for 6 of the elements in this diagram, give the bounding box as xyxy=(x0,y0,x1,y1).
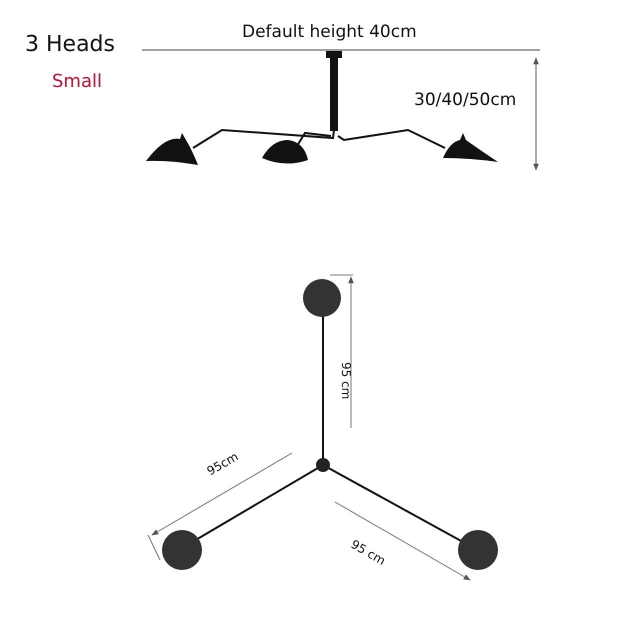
size-label: Small xyxy=(52,72,102,92)
dimension-label: 95 cm xyxy=(338,362,352,400)
heading-text: 3 Heads xyxy=(25,33,115,58)
dimension-label: 30/40/50cm xyxy=(414,91,516,110)
dimension-label: Default height 40cm xyxy=(242,23,417,42)
dimension-label: 95 cm xyxy=(348,538,388,568)
